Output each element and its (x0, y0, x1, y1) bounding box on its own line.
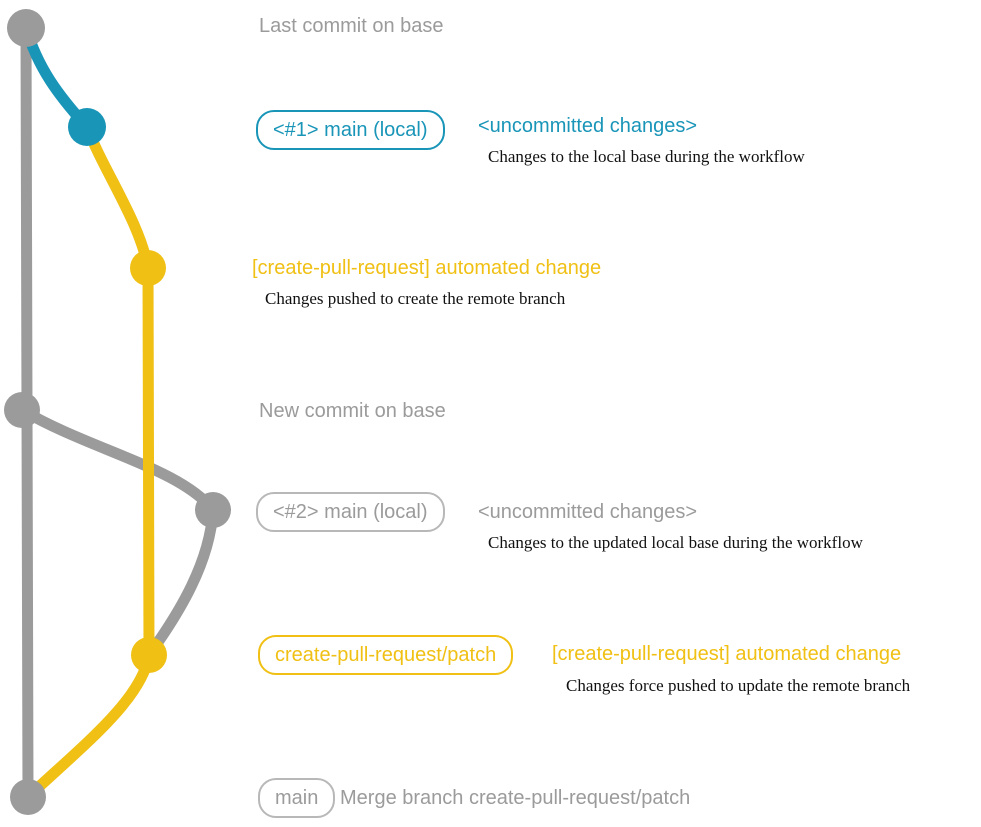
label-automated-change-2: [create-pull-request] automated change (552, 643, 902, 665)
commit-last-base (7, 9, 45, 47)
commit-new-base (4, 392, 40, 428)
label-merge-branch: Merge branch create-pull-request/patch (340, 787, 691, 809)
label-last-commit-on-base: Last commit on base (259, 15, 444, 37)
edge-branch-to-merge (22, 649, 155, 803)
caption-updated-local-base-changes: Changes to the updated local base during… (488, 533, 863, 552)
caption-changes-pushed: Changes pushed to create the remote bran… (265, 289, 566, 308)
badge-main: main (258, 778, 336, 818)
commit-local-2 (195, 492, 231, 528)
badge-create-pull-request-patch: create-pull-request/patch (258, 635, 514, 675)
commit-automated-1 (130, 250, 166, 286)
caption-local-base-changes: Changes to the local base during the wor… (488, 147, 805, 166)
edge-branch-line (142, 262, 155, 661)
edge-local2-to-branch (143, 504, 219, 661)
commit-local-1 (68, 108, 106, 146)
commit-merge (10, 779, 46, 815)
edge-base-to-local2 (16, 404, 219, 516)
badge-main-local-2: <#2> main (local) (256, 492, 445, 532)
label-uncommitted-changes-1: <uncommitted changes> (478, 115, 698, 137)
caption-changes-force-pushed: Changes force pushed to update the remot… (566, 676, 911, 695)
badge-main-local-1: <#1> main (local) (256, 110, 445, 150)
label-automated-change-1: [create-pull-request] automated change (252, 257, 602, 279)
label-new-commit-on-base: New commit on base (259, 400, 446, 422)
label-uncommitted-changes-2: <uncommitted changes> (478, 501, 698, 523)
commit-automated-2 (131, 637, 167, 673)
edge-local1-to-branch (81, 121, 154, 274)
